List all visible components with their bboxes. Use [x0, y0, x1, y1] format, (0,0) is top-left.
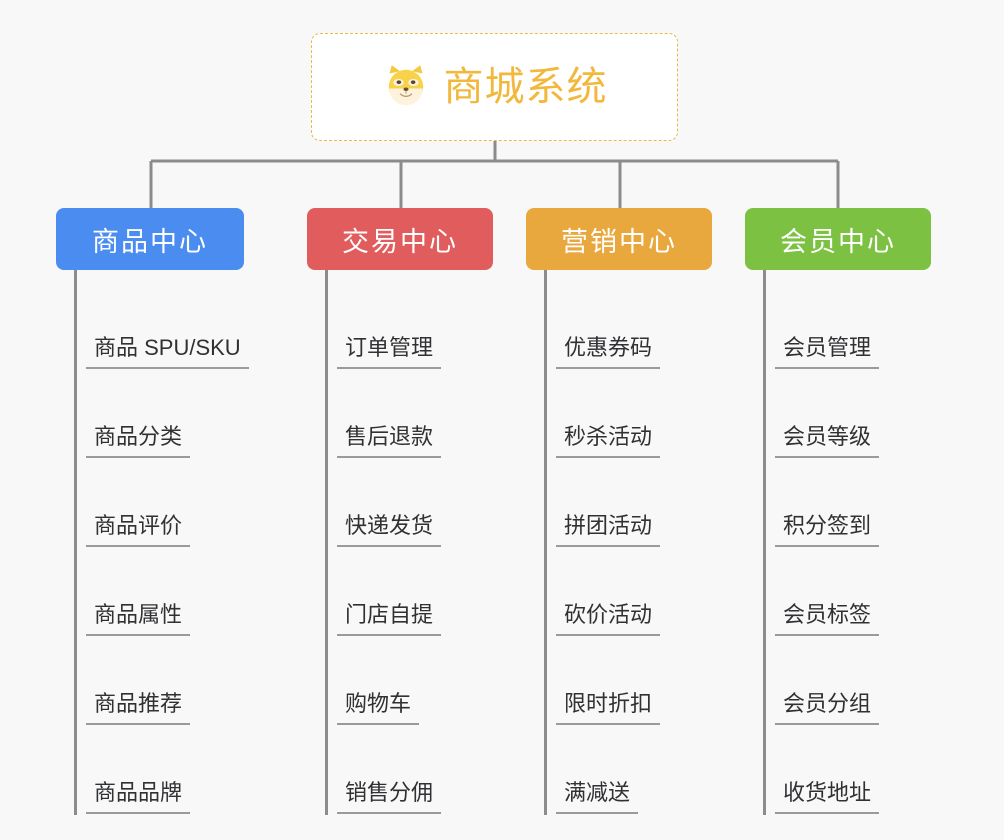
category-label: 交易中心: [342, 226, 458, 257]
root-node-shop-system[interactable]: 商城系统: [311, 33, 678, 141]
branch-spine: [763, 270, 766, 815]
leaf-label: 订单管理: [337, 337, 442, 369]
leaf-label: 会员标签: [775, 604, 880, 636]
leaf-item[interactable]: 商品评价: [56, 458, 244, 547]
leaf-item[interactable]: 会员标签: [745, 547, 931, 636]
leaf-label: 收货地址: [775, 782, 880, 814]
leaf-item[interactable]: 商品 SPU/SKU: [56, 280, 249, 369]
leaf-label: 售后退款: [337, 426, 442, 458]
leaf-label: 商品 SPU/SKU: [86, 337, 249, 369]
root-title: 商城系统: [443, 65, 608, 109]
leaf-label: 购物车: [337, 693, 420, 725]
leaf-list-trade-center: 订单管理 售后退款 快递发货 门店自提 购物车 销售分佣: [307, 270, 493, 815]
leaf-item[interactable]: 门店自提: [307, 547, 493, 636]
branch-trade-center: 交易中心 订单管理 售后退款 快递发货 门店自提 购物车 销售分佣: [307, 208, 493, 815]
leaf-label: 会员管理: [775, 337, 880, 369]
category-card-trade-center[interactable]: 交易中心: [307, 208, 493, 270]
branch-marketing-center: 营销中心 优惠券码 秒杀活动 拼团活动 砍价活动 限时折扣 满减送: [526, 208, 712, 815]
leaf-label: 满减送: [556, 782, 639, 814]
leaf-label: 积分签到: [775, 515, 880, 547]
leaf-item[interactable]: 会员分组: [745, 636, 931, 725]
leaf-item[interactable]: 商品分类: [56, 369, 244, 458]
leaf-item[interactable]: 会员管理: [745, 280, 931, 369]
leaf-item[interactable]: 商品品牌: [56, 725, 244, 814]
leaf-item[interactable]: 快递发货: [307, 458, 493, 547]
leaf-label: 会员等级: [775, 426, 880, 458]
leaf-item[interactable]: 会员等级: [745, 369, 931, 458]
leaf-item[interactable]: 秒杀活动: [526, 369, 712, 458]
category-label: 会员中心: [780, 226, 896, 257]
leaf-item[interactable]: 商品属性: [56, 547, 244, 636]
branch-spine: [544, 270, 547, 815]
leaf-label: 会员分组: [775, 693, 880, 725]
leaf-item[interactable]: 订单管理: [307, 280, 493, 369]
leaf-label: 快递发货: [337, 515, 442, 547]
category-label: 商品中心: [92, 226, 208, 257]
leaf-list-member-center: 会员管理 会员等级 积分签到 会员标签 会员分组 收货地址: [745, 270, 931, 815]
leaf-label: 商品推荐: [86, 693, 191, 725]
category-card-product-center[interactable]: 商品中心: [56, 208, 244, 270]
shiba-dog-face-icon: [388, 65, 423, 106]
leaf-label: 限时折扣: [556, 693, 661, 725]
leaf-item[interactable]: 限时折扣: [526, 636, 712, 725]
leaf-label: 商品评价: [86, 515, 191, 547]
leaf-label: 优惠券码: [556, 337, 661, 369]
category-card-member-center[interactable]: 会员中心: [745, 208, 931, 270]
leaf-label: 商品品牌: [86, 782, 191, 814]
leaf-item[interactable]: 收货地址: [745, 725, 931, 814]
leaf-item[interactable]: 优惠券码: [526, 280, 712, 369]
leaf-item[interactable]: 满减送: [526, 725, 712, 814]
leaf-list-product-center: 商品 SPU/SKU 商品分类 商品评价 商品属性 商品推荐 商品品牌: [56, 270, 249, 815]
category-label: 营销中心: [561, 226, 677, 257]
branch-spine: [325, 270, 328, 815]
leaf-item[interactable]: 售后退款: [307, 369, 493, 458]
branch-product-center: 商品中心 商品 SPU/SKU 商品分类 商品评价 商品属性 商品推荐 商品品牌: [56, 208, 249, 815]
leaf-label: 拼团活动: [556, 515, 661, 547]
leaf-item[interactable]: 商品推荐: [56, 636, 244, 725]
leaf-label: 商品属性: [86, 604, 191, 636]
leaf-label: 门店自提: [337, 604, 442, 636]
branch-spine: [74, 270, 77, 815]
leaf-list-marketing-center: 优惠券码 秒杀活动 拼团活动 砍价活动 限时折扣 满减送: [526, 270, 712, 815]
category-card-marketing-center[interactable]: 营销中心: [526, 208, 712, 270]
leaf-item[interactable]: 砍价活动: [526, 547, 712, 636]
leaf-label: 销售分佣: [337, 782, 442, 814]
leaf-label: 砍价活动: [556, 604, 661, 636]
leaf-label: 商品分类: [86, 426, 191, 458]
leaf-item[interactable]: 拼团活动: [526, 458, 712, 547]
branch-member-center: 会员中心 会员管理 会员等级 积分签到 会员标签 会员分组 收货地址: [745, 208, 931, 815]
leaf-label: 秒杀活动: [556, 426, 661, 458]
leaf-item[interactable]: 销售分佣: [307, 725, 493, 814]
leaf-item[interactable]: 购物车: [307, 636, 493, 725]
leaf-item[interactable]: 积分签到: [745, 458, 931, 547]
